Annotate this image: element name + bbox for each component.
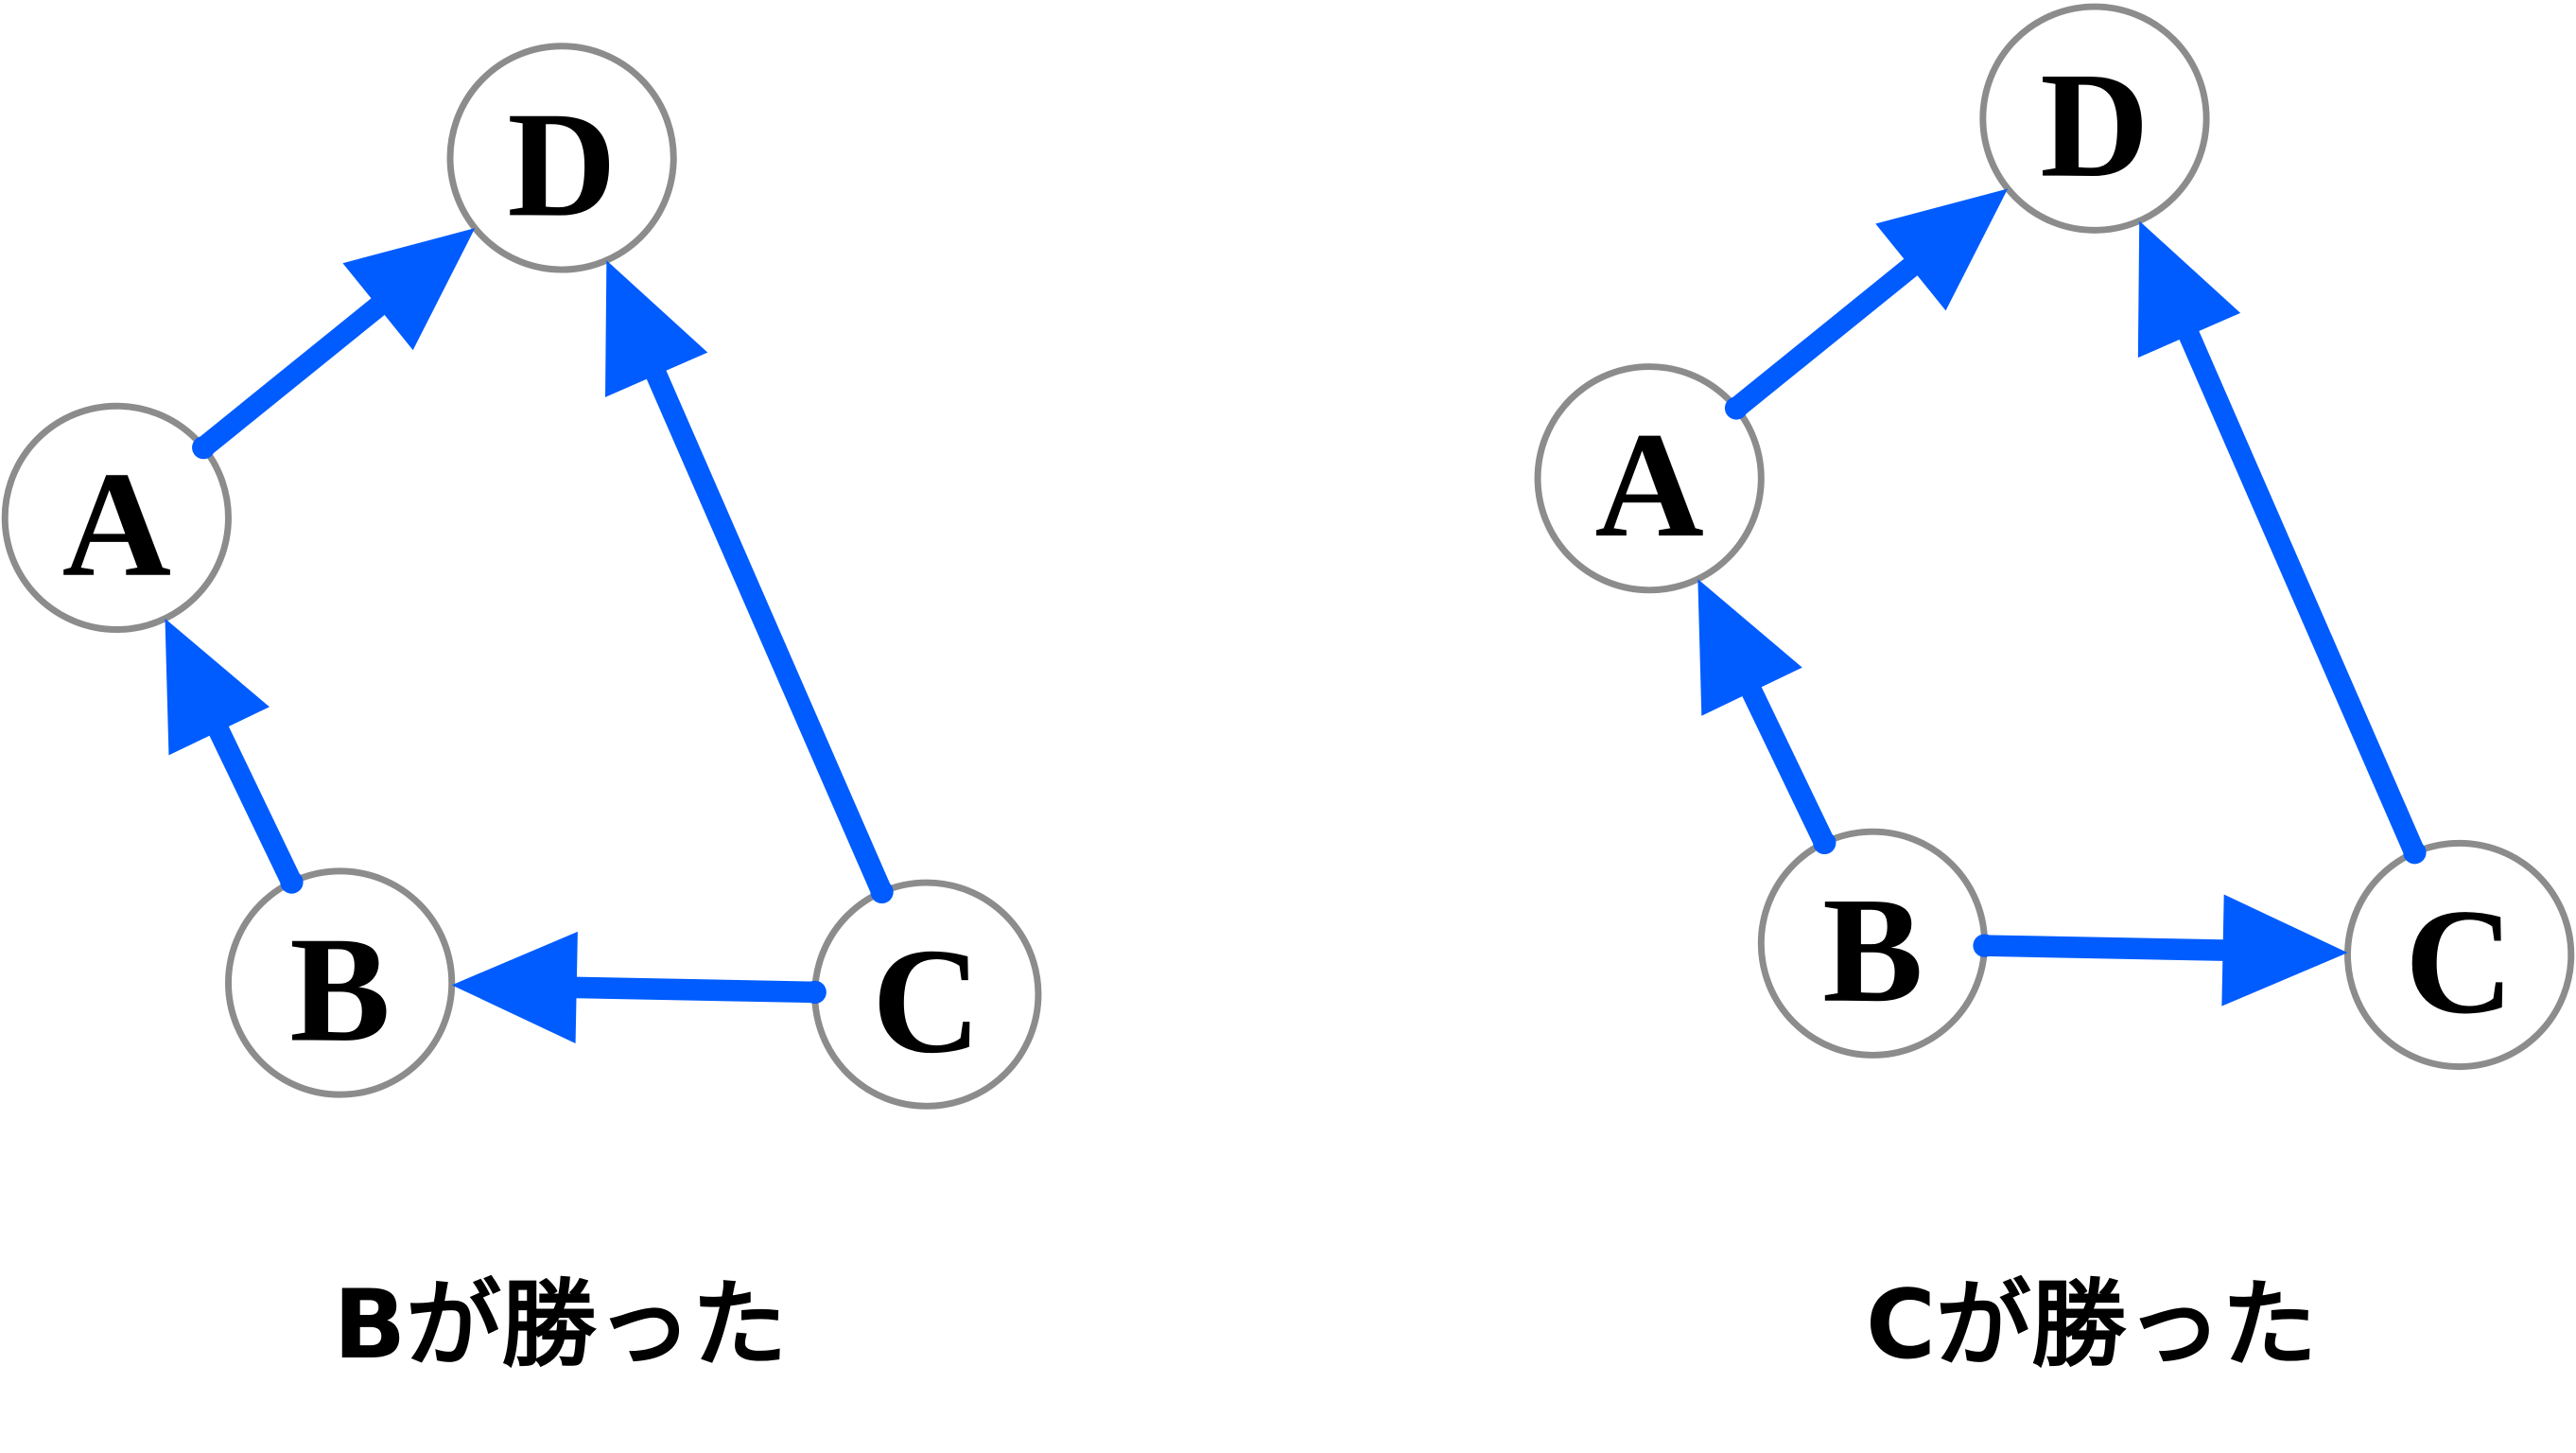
node-label: A bbox=[62, 441, 171, 608]
edge-c-to-d bbox=[2137, 220, 2427, 865]
node-a: A bbox=[1534, 363, 1765, 594]
caption-c-won: Cが勝った bbox=[1866, 1269, 2317, 1380]
node-circle bbox=[1534, 363, 1765, 594]
arrowhead-icon bbox=[165, 618, 270, 756]
node-label: C bbox=[2405, 878, 2514, 1045]
node-label: A bbox=[1594, 401, 1703, 569]
edge-b-to-c bbox=[1973, 894, 2348, 1007]
arrowhead-icon bbox=[605, 260, 708, 397]
edges bbox=[1697, 188, 2427, 1007]
edge-a-to-d bbox=[192, 228, 476, 460]
node-d: D bbox=[446, 43, 677, 273]
node-circle bbox=[446, 43, 677, 273]
node-c: C bbox=[2344, 839, 2575, 1071]
arrowhead-icon bbox=[2221, 894, 2348, 1007]
edge-line bbox=[2176, 324, 2425, 857]
edge-a-to-d bbox=[1724, 188, 2009, 420]
diagram-c-won: D A B C bbox=[1534, 3, 2575, 1071]
edge-line bbox=[1739, 680, 1835, 848]
edge-c-to-b bbox=[451, 931, 827, 1043]
node-circle bbox=[1, 402, 232, 633]
arrowhead-icon bbox=[451, 931, 578, 1043]
edge-line bbox=[1984, 935, 2230, 961]
node-label: B bbox=[289, 905, 391, 1073]
node-b: B bbox=[1757, 828, 1989, 1059]
edge-start-dot bbox=[803, 980, 827, 1005]
caption-b-won: Bが勝った bbox=[334, 1269, 788, 1380]
nodes: D A B C bbox=[1534, 3, 2575, 1071]
edge-c-to-d bbox=[605, 260, 894, 904]
arrowhead-icon bbox=[342, 228, 476, 351]
edge-start-dot bbox=[1813, 831, 1836, 855]
node-label: C bbox=[872, 918, 981, 1085]
node-d: D bbox=[1979, 3, 2210, 234]
edge-line bbox=[644, 364, 892, 897]
node-label: B bbox=[1822, 867, 1923, 1034]
edge-start-dot bbox=[2403, 841, 2427, 865]
arrowhead-icon bbox=[1875, 188, 2009, 311]
edge-line bbox=[206, 720, 302, 887]
node-c: C bbox=[811, 879, 1042, 1110]
edge-start-dot bbox=[870, 880, 894, 904]
edge-line bbox=[569, 976, 815, 1004]
node-label: D bbox=[2040, 42, 2149, 209]
arrowhead-icon bbox=[1697, 579, 1802, 716]
edge-start-dot bbox=[280, 870, 304, 894]
edge-b-to-a bbox=[165, 618, 304, 894]
edge-start-dot bbox=[192, 435, 216, 460]
edge-start-dot bbox=[1724, 396, 1749, 420]
node-circle bbox=[2344, 839, 2575, 1071]
node-b: B bbox=[225, 867, 456, 1098]
node-circle bbox=[1979, 3, 2210, 234]
diagram-b-won: D A B C bbox=[1, 43, 1042, 1110]
node-circle bbox=[225, 867, 456, 1098]
edge-line bbox=[1729, 254, 1923, 417]
edge-line bbox=[197, 293, 391, 456]
nodes: D A B C bbox=[1, 43, 1042, 1110]
arrowhead-icon bbox=[2137, 220, 2241, 359]
edges bbox=[165, 228, 894, 1043]
node-a: A bbox=[1, 402, 232, 633]
node-label: D bbox=[507, 80, 616, 248]
edge-b-to-a bbox=[1697, 579, 1836, 855]
edge-start-dot bbox=[1973, 934, 1996, 957]
